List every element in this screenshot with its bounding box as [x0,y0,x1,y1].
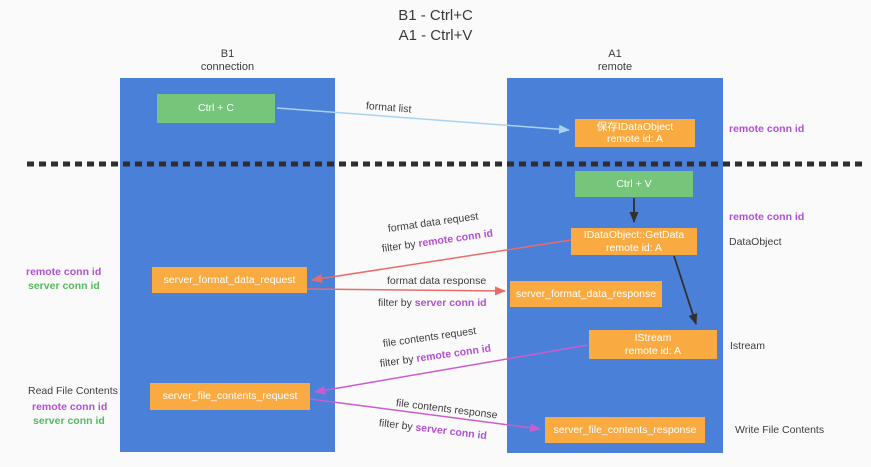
ctrl-v-node: Ctrl + V [575,171,693,197]
dataobject-annotation: DataObject [729,236,782,248]
format-data-response-arrow [306,286,506,296]
istream-line2: remote id: A [624,344,682,357]
format-data-response-filter-label: filter by server conn id [378,297,487,309]
server-file-contents-request-label: server_file_contents_request [162,390,298,403]
lane-header-a1: A1 remote [507,48,723,74]
lane-b1-subtitle: connection [200,61,255,73]
left-bottom-server-conn-id-annotation: server conn id [33,415,105,427]
file-contents-response-arrow [309,398,541,433]
title-line-2: A1 - Ctrl+V [398,27,473,44]
save-idataobject-line2: remote id: A [606,133,664,145]
server-format-data-request-label: server_format_data_request [163,273,296,286]
getdata-line2: remote id: A [605,241,663,254]
title-line-1: B1 - Ctrl+C [398,7,473,24]
remote-conn-id-annotation-1: remote conn id [729,123,805,135]
ctrl-v-label: Ctrl + V [616,177,652,190]
server-format-data-response-label: server_format_data_response [515,287,657,300]
server-file-contents-request-node: server_file_contents_request [150,383,310,410]
filter-by-text: filter by [378,297,415,309]
getdata-node: IDataObject::GetData remote id: A [571,228,697,255]
getdata-to-istream-arrow [673,255,698,325]
save-idataobject-line1: 保存IDataObject [596,120,674,133]
read-file-contents-annotation: Read File Contents [28,385,118,397]
left-server-conn-id-annotation: server conn id [28,280,100,292]
diagram-title: B1 - Ctrl+C A1 - Ctrl+V [0,6,871,46]
remote-conn-id-annotation-2: remote conn id [729,211,805,223]
istream-annotation: Istream [730,340,766,352]
left-remote-conn-id-annotation: remote conn id [26,266,102,278]
file-contents-request-arrow [314,344,589,395]
lane-a1-name: A1 [608,48,622,60]
format-data-request-arrow [311,239,572,283]
write-file-contents-annotation: Write File Contents [735,424,825,436]
lane-b1-name: B1 [220,48,235,60]
save-idataobject-node: 保存IDataObject remote id: A [575,119,695,147]
ctrl-c-node: Ctrl + C [157,94,275,123]
server-file-contents-response-label: server_file_contents_response [553,423,697,436]
istream-node: IStream remote id: A [589,330,717,359]
lane-a1-subtitle: remote [597,61,633,73]
format-data-response-label: format data response [387,275,487,287]
server-conn-id-key: server conn id [414,297,487,309]
format-list-arrow [276,107,570,134]
istream-line1: IStream [634,332,672,344]
server-format-data-response-node: server_format_data_response [510,281,662,307]
server-format-data-request-node: server_format_data_request [152,267,307,293]
server-file-contents-response-node: server_file_contents_response [545,417,705,443]
getdata-line1: IDataObject::GetData [583,229,685,241]
lane-header-b1: B1 connection [120,48,335,74]
ctrl-c-label: Ctrl + C [198,102,234,115]
left-bottom-remote-conn-id-annotation: remote conn id [32,401,108,413]
